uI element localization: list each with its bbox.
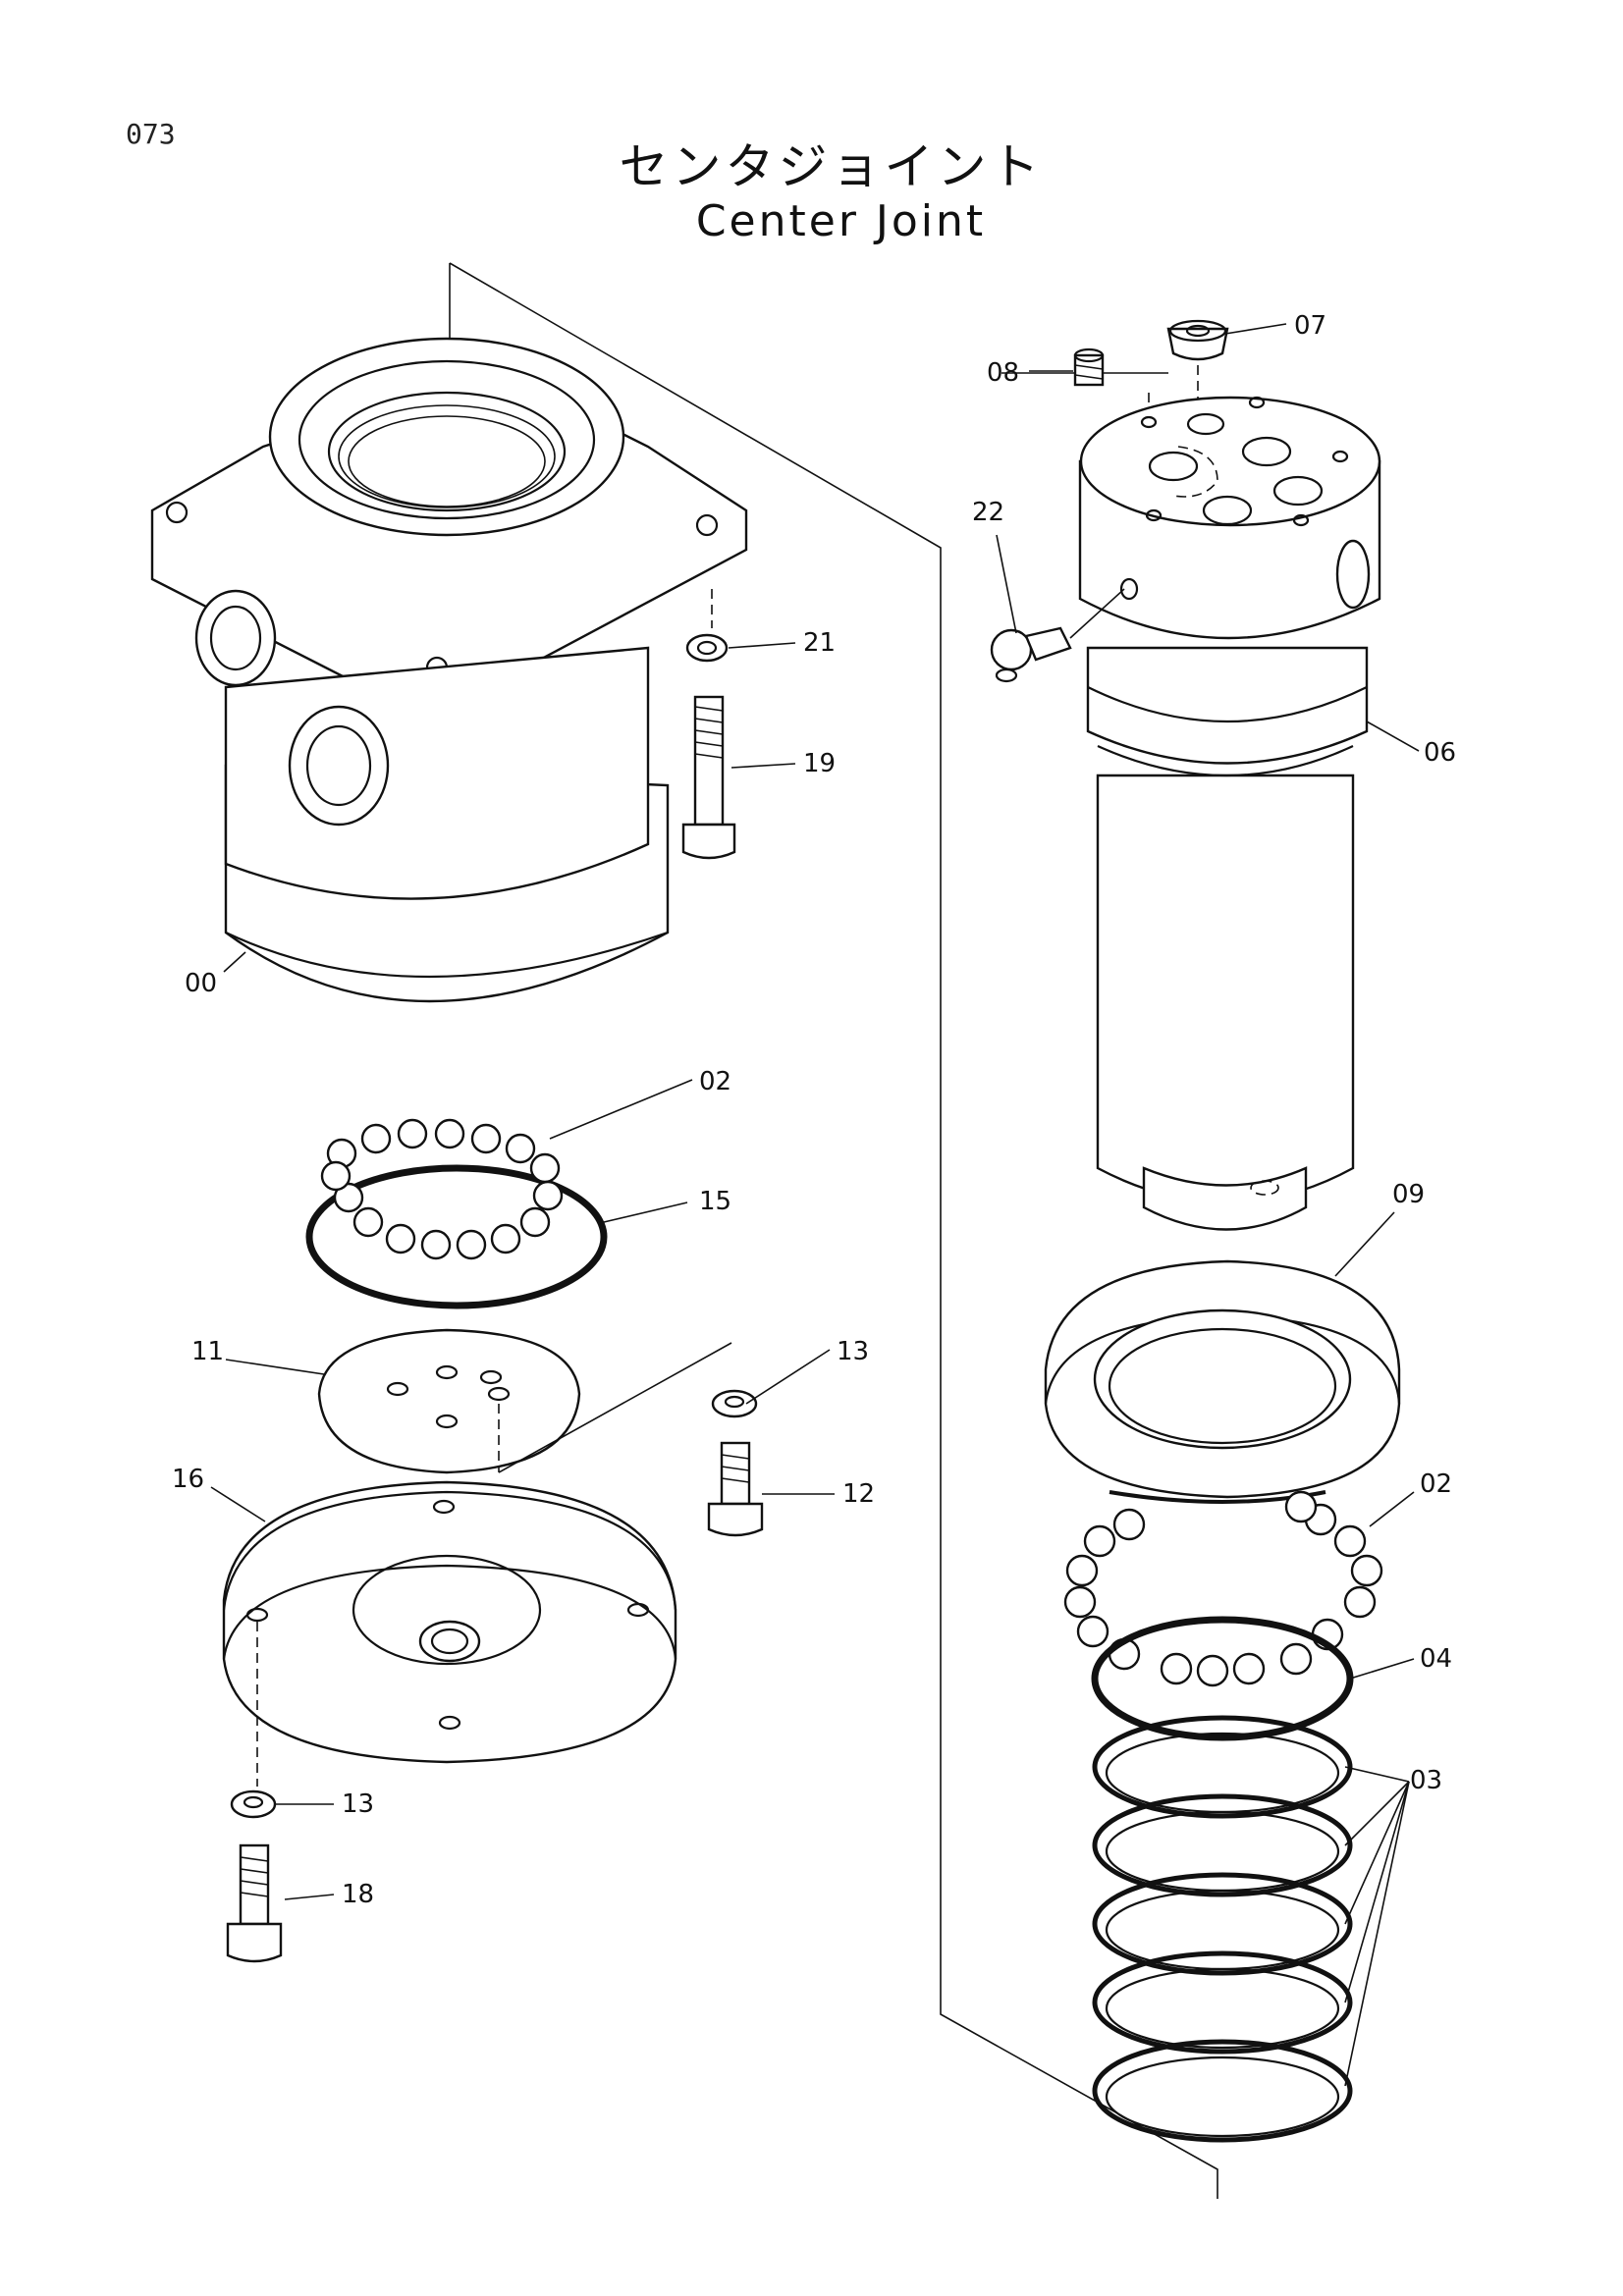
part-02-balls-left <box>320 1118 564 1260</box>
part-13-washer-lower <box>230 1789 277 1819</box>
part-00-housing <box>150 337 748 1003</box>
part-07-plug <box>1166 319 1229 412</box>
callout-15: 15 <box>699 1187 731 1216</box>
title-english: Center Joint <box>695 196 987 246</box>
leader-lines <box>210 323 1420 2087</box>
callout-16: 16 <box>172 1465 204 1494</box>
callout-21: 21 <box>803 628 836 658</box>
part-16-flange-disk <box>222 1480 677 1787</box>
part-06-spindle <box>1078 396 1381 1231</box>
callout-09: 09 <box>1392 1180 1425 1209</box>
callout-13-lower: 13 <box>342 1789 374 1819</box>
callout-12: 12 <box>842 1479 875 1509</box>
part-22-grease-nipple <box>990 588 1125 683</box>
part-19-bolt <box>681 695 736 860</box>
callout-19: 19 <box>803 749 836 778</box>
title-japanese: センタジョイント <box>619 138 1044 195</box>
part-09-seal-ring <box>1044 1259 1401 1504</box>
callout-18: 18 <box>342 1880 374 1909</box>
callout-11: 11 <box>191 1337 224 1366</box>
part-12-bolt <box>707 1441 764 1537</box>
part-11-plate <box>317 1328 732 1474</box>
part-15-ring-left <box>305 1164 608 1309</box>
part-02-balls-right <box>1063 1490 1383 1687</box>
callout-06: 06 <box>1424 738 1456 768</box>
callout-00: 00 <box>185 969 217 998</box>
callout-08: 08 <box>987 358 1019 388</box>
callout-02-left: 02 <box>699 1067 731 1096</box>
part-03-seal-rings <box>1092 1715 1353 2143</box>
callout-labels: 00 02 15 11 13 12 16 13 18 19 21 07 08 2… <box>172 311 1456 1909</box>
part-18-bolt <box>226 1843 283 1963</box>
callout-22: 22 <box>972 498 1004 527</box>
callout-04: 04 <box>1420 1644 1452 1674</box>
part-13-washer-upper <box>711 1389 758 1418</box>
page-number: 073 <box>126 118 176 150</box>
callout-07: 07 <box>1294 311 1326 341</box>
callout-02-right: 02 <box>1420 1469 1452 1499</box>
callout-13-upper: 13 <box>837 1337 869 1366</box>
callout-03: 03 <box>1410 1766 1442 1795</box>
part-21-washer <box>685 589 729 663</box>
